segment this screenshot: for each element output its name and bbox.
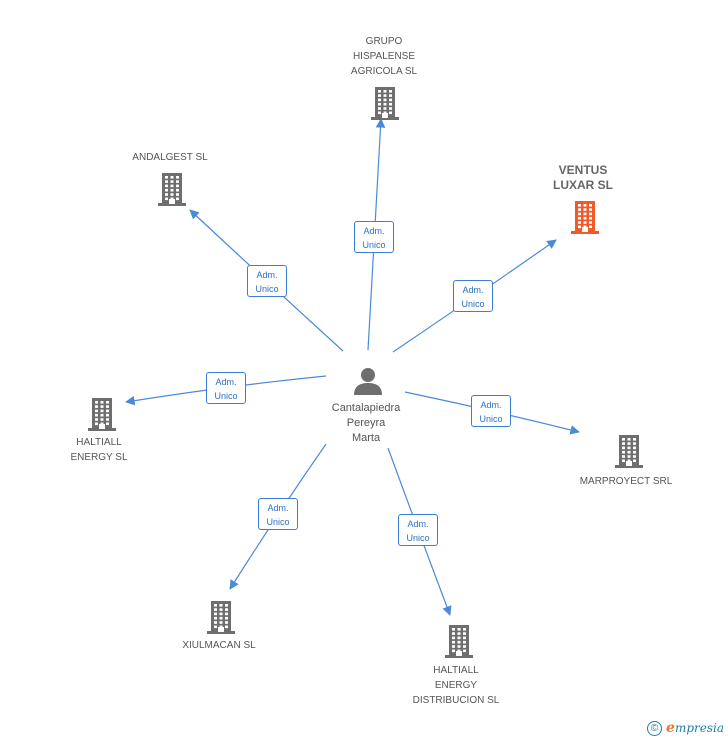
center-person-label[interactable]: Cantalapiedra Pereyra Marta bbox=[331, 402, 401, 444]
footer-credit: ©empresia bbox=[647, 720, 724, 736]
company-label[interactable]: XIULMACAN SL bbox=[182, 640, 256, 651]
role-badge[interactable]: Adm. Unico bbox=[471, 395, 511, 427]
company-label[interactable]: HALTIALL ENERGY SL bbox=[70, 437, 128, 463]
building-icon[interactable] bbox=[569, 200, 601, 239]
company-label[interactable]: GRUPO HISPALENSE AGRICOLA SL bbox=[350, 36, 418, 77]
role-badge[interactable]: Adm. Unico bbox=[354, 221, 394, 253]
company-label[interactable]: MARPROYECT SRL bbox=[579, 476, 673, 487]
role-badge[interactable]: Adm. Unico bbox=[398, 514, 438, 546]
role-badge[interactable]: Adm. Unico bbox=[247, 265, 287, 297]
role-badge[interactable]: Adm. Unico bbox=[258, 498, 298, 530]
person-icon[interactable] bbox=[352, 366, 384, 401]
building-icon[interactable] bbox=[613, 434, 645, 473]
building-icon[interactable] bbox=[369, 86, 401, 125]
company-label[interactable]: ANDALGEST SL bbox=[132, 152, 208, 163]
role-badge[interactable]: Adm. Unico bbox=[453, 280, 493, 312]
building-icon[interactable] bbox=[205, 600, 237, 639]
brand-logo: empresia bbox=[666, 720, 724, 736]
company-label[interactable]: VENTUS LUXAR SL bbox=[553, 163, 613, 192]
company-label[interactable]: HALTIALL ENERGY DISTRIBUCION SL bbox=[412, 665, 500, 706]
copyright-icon: © bbox=[647, 720, 663, 736]
building-icon[interactable] bbox=[443, 624, 475, 663]
building-icon[interactable] bbox=[86, 397, 118, 436]
role-badge[interactable]: Adm. Unico bbox=[206, 372, 246, 404]
building-icon[interactable] bbox=[156, 172, 188, 211]
